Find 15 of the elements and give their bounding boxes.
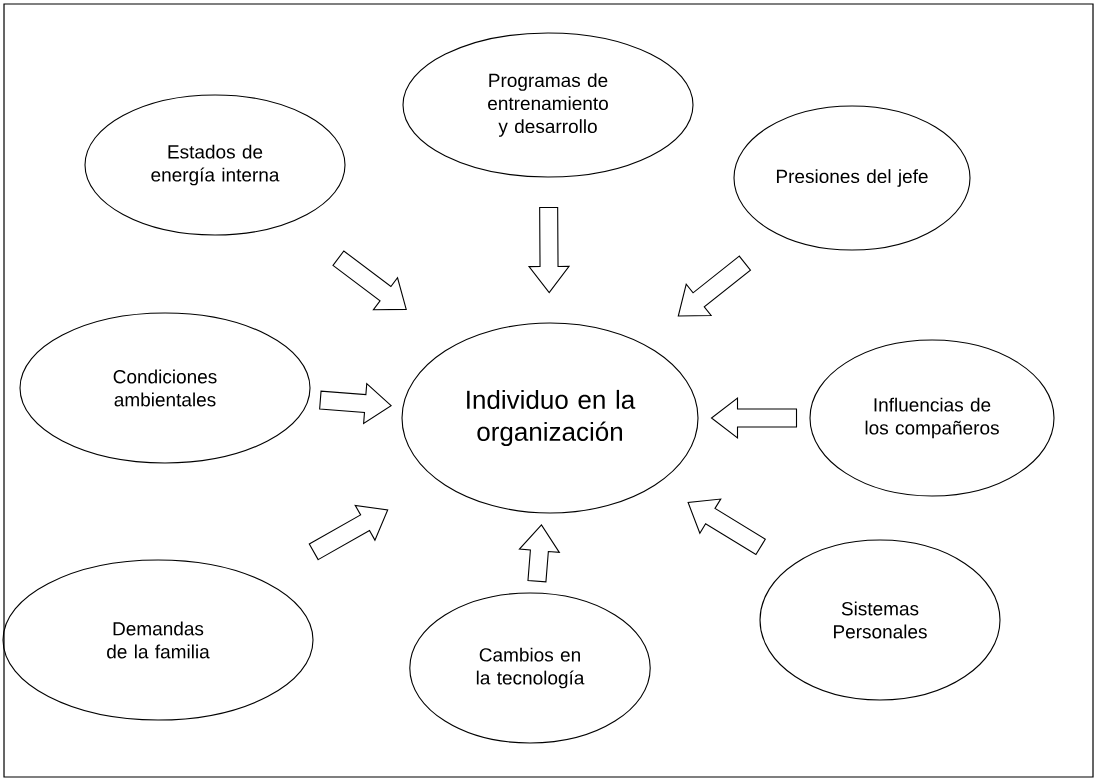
ellipse-node: Presiones del jefe	[733, 105, 971, 251]
ellipse-node: Sistemas Personales	[759, 539, 1001, 701]
ellipse-node: Condiciones ambientales	[19, 312, 311, 464]
ellipse-node: Demandas de la familia	[2, 559, 314, 721]
block-arrow	[308, 504, 389, 561]
ellipse-node: Programas de entrenamiento y desarrollo	[402, 32, 694, 178]
ellipse-node: Influencias de los compañeros	[809, 339, 1055, 497]
ellipse-node: Cambios en la tecnología	[409, 592, 651, 744]
block-arrow	[332, 250, 407, 311]
block-arrow	[710, 396, 798, 440]
ellipse-node: Individuo en la organización	[401, 322, 699, 514]
block-arrow	[518, 523, 561, 583]
block-arrow	[319, 382, 392, 425]
block-arrow	[527, 206, 571, 294]
ellipse-node: Estados de energía interna	[84, 94, 346, 236]
